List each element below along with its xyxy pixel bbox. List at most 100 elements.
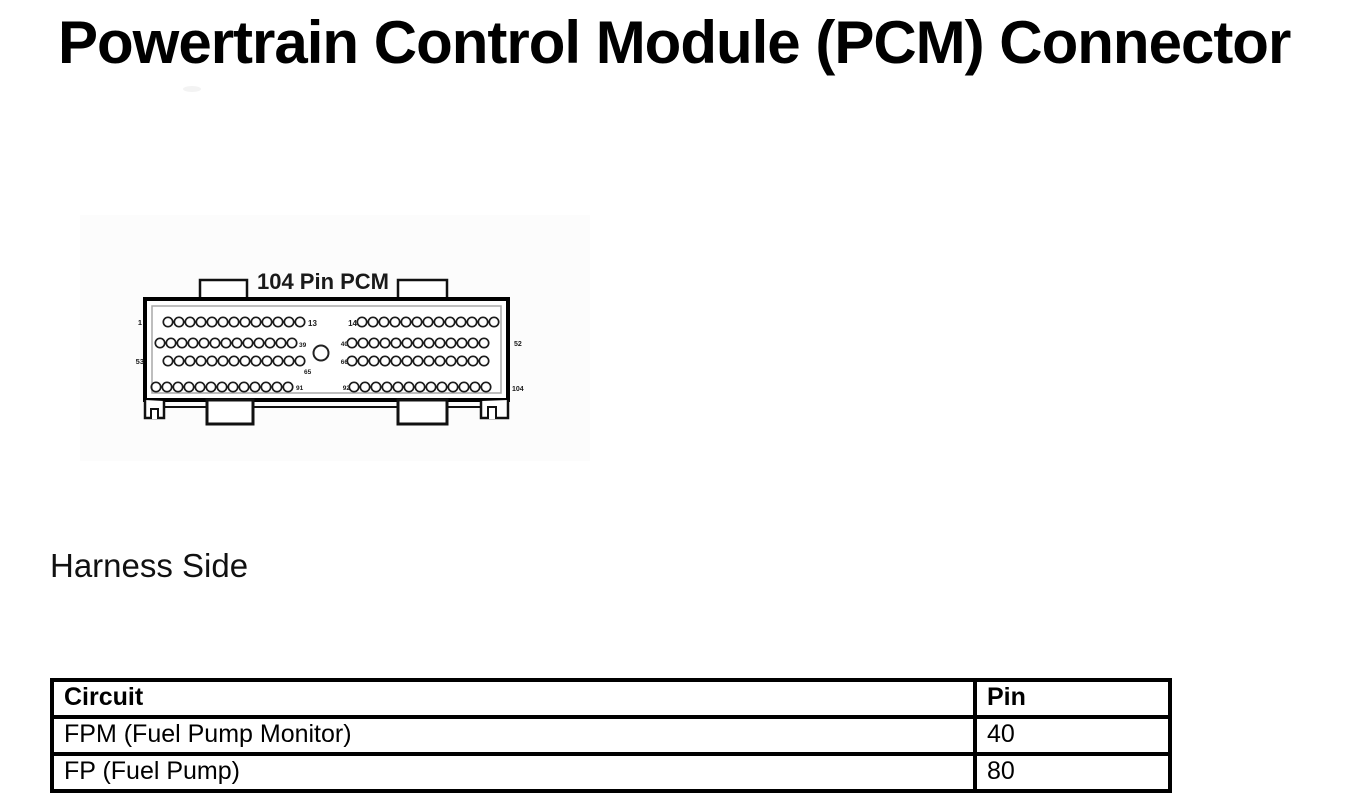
pin-circle <box>176 337 188 349</box>
pin-circle <box>346 355 358 367</box>
housing-inner-wall <box>151 305 502 394</box>
pin-label-92: 92 <box>343 385 351 392</box>
pin-circle <box>411 316 423 328</box>
circuit-cell: FP (Fuel Pump) <box>50 752 977 793</box>
pin-circle <box>150 381 162 393</box>
pin-circle <box>458 381 470 393</box>
pin-circle <box>390 337 402 349</box>
bottom-tab-left <box>205 398 255 426</box>
pin-circle <box>390 355 402 367</box>
pin-circle <box>466 316 478 328</box>
circuit-cell: FPM (Fuel Pump Monitor) <box>50 715 977 756</box>
pin-circle <box>412 337 424 349</box>
bottom-tab-right <box>396 398 449 426</box>
pin-circle <box>173 355 185 367</box>
pin-circle <box>216 381 228 393</box>
pin-circle <box>456 355 468 367</box>
page-title: Powertrain Control Module (PCM) Connecto… <box>58 9 1291 76</box>
harness-side-label: Harness Side <box>50 547 249 584</box>
pin-circle <box>250 316 262 328</box>
pin-circle <box>379 355 391 367</box>
pin-circle <box>455 316 467 328</box>
pin-label-40: 40 <box>341 341 349 348</box>
pin-circle <box>184 316 196 328</box>
pin-circle <box>379 337 391 349</box>
pin-circle <box>194 381 206 393</box>
pin-label-104: 104 <box>512 386 524 393</box>
pin-circle <box>488 316 500 328</box>
pin-circle <box>261 316 273 328</box>
pin-circle <box>283 316 295 328</box>
pin-circle <box>370 381 382 393</box>
pin-circle <box>467 355 479 367</box>
pin-label-65: 65 <box>304 369 312 376</box>
pin-circle <box>260 381 272 393</box>
pin-circle <box>206 316 218 328</box>
connector-drawing: 104 Pin PCM 1 13 14 39 40 52 <box>136 269 524 426</box>
table-header-row: Circuit Pin <box>50 678 1172 719</box>
pin-cell: 40 <box>973 715 1172 756</box>
pin-cavity-grid <box>150 316 500 393</box>
pin-circle <box>368 355 380 367</box>
pin-circle <box>286 337 298 349</box>
pin-circle <box>228 316 240 328</box>
pin-circle <box>381 381 393 393</box>
pin-circle <box>346 337 358 349</box>
pin-circle <box>401 355 413 367</box>
pin-circle <box>423 355 435 367</box>
pin-circle <box>444 316 456 328</box>
pin-circle <box>425 381 437 393</box>
pin-label-66: 66 <box>341 359 349 366</box>
pin-circle <box>436 381 448 393</box>
pin-circle <box>422 316 434 328</box>
pin-circle <box>445 337 457 349</box>
pin-circle <box>367 316 379 328</box>
pin-circle <box>389 316 401 328</box>
pin-circle <box>478 337 490 349</box>
pcm-connector-diagram: 104 Pin PCM 1 13 14 39 40 52 <box>80 215 590 461</box>
pin-label-53: 53 <box>136 357 144 366</box>
pin-circle <box>173 316 185 328</box>
right-foot-notch <box>487 406 497 419</box>
pin-circle <box>209 337 221 349</box>
pin-circle <box>198 337 210 349</box>
pin-circle <box>205 381 217 393</box>
table-row: FPM (Fuel Pump Monitor)40 <box>50 715 1172 756</box>
pin-circle <box>478 355 490 367</box>
pin-circle <box>162 355 174 367</box>
pin-column-header: Pin <box>973 678 1172 719</box>
pin-circle <box>162 316 174 328</box>
pin-circle <box>445 355 457 367</box>
pin-circle <box>161 381 173 393</box>
pin-circle <box>165 337 177 349</box>
pin-circle <box>359 381 371 393</box>
scan-artifact <box>183 86 201 92</box>
pin-circle <box>469 381 481 393</box>
connector-housing <box>143 297 510 402</box>
pin-circle <box>356 316 368 328</box>
pin-circle <box>172 381 184 393</box>
circuit-column-header: Circuit <box>50 678 977 719</box>
pin-circle <box>195 355 207 367</box>
pin-circle <box>206 355 218 367</box>
pin-circle <box>253 337 265 349</box>
pin-circle <box>357 355 369 367</box>
pin-circle <box>227 381 239 393</box>
pin-circle <box>239 316 251 328</box>
pin-circle <box>195 316 207 328</box>
pin-circle <box>239 355 251 367</box>
pin-circle <box>414 381 426 393</box>
pin-circle <box>400 316 412 328</box>
pin-circle <box>238 381 250 393</box>
pin-circle <box>456 337 468 349</box>
pin-circle <box>283 355 295 367</box>
pin-circle <box>294 355 306 367</box>
pin-circle <box>231 337 243 349</box>
pin-circle <box>348 381 360 393</box>
pin-label-13: 13 <box>308 319 317 328</box>
pin-circle <box>261 355 273 367</box>
pin-circle <box>275 337 287 349</box>
pin-circle <box>249 381 261 393</box>
pin-circle <box>228 355 240 367</box>
